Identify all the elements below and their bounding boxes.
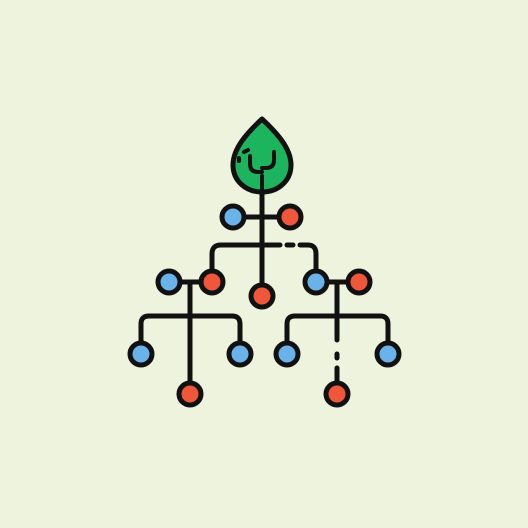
node-bottom-left [176, 380, 204, 408]
node-low-right-1 [273, 340, 301, 368]
node-mid-right-red [345, 268, 373, 296]
node-center-bottom [248, 282, 276, 310]
node-low-right-2 [374, 340, 402, 368]
node-top-left [219, 203, 247, 231]
node-top-right [276, 203, 304, 231]
tree-connectors [138, 187, 391, 384]
node-mid-left-red [198, 268, 226, 296]
node-bottom-right [323, 380, 351, 408]
node-mid-left-blue [155, 268, 183, 296]
node-low-left-2 [226, 340, 254, 368]
tree-nodes [127, 203, 402, 408]
leaf-icon [230, 116, 294, 195]
node-low-left-1 [127, 340, 155, 368]
node-mid-right-blue [302, 268, 330, 296]
